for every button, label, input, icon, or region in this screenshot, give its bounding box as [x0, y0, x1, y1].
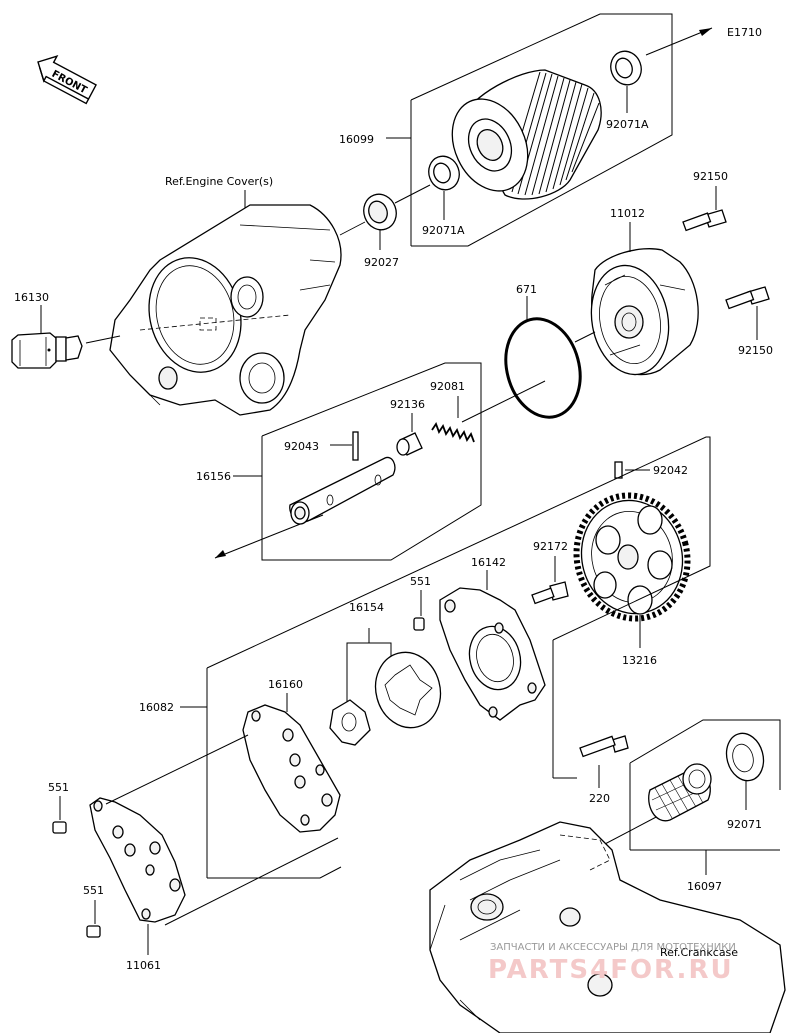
- watermark-line1: ЗАПЧАСТИ И АКСЕССУАРЫ ДЛЯ МОТОТЕХНИКИ: [490, 942, 736, 953]
- dowel-pin-551-lower: [86, 900, 101, 938]
- dowel-pin-551-upper: [413, 590, 425, 631]
- label-11012: 11012: [610, 207, 645, 220]
- diagram-code: E1710: [727, 26, 762, 39]
- label-92071: 92071: [727, 818, 762, 831]
- gasket-16160: [242, 693, 341, 833]
- label-220: 220: [589, 792, 610, 805]
- spring-92081: [431, 396, 475, 443]
- bolt-220: [579, 735, 629, 788]
- label-16130: 16130: [14, 291, 49, 304]
- oil-seal-92027: [363, 184, 431, 250]
- label-13216: 13216: [622, 654, 657, 667]
- label-16154: 16154: [349, 601, 384, 614]
- bolt-92150-upper: [682, 186, 727, 232]
- label-16156: 16156: [196, 470, 231, 483]
- o-ring-92071a-upper: [610, 50, 642, 113]
- label-92081: 92081: [430, 380, 465, 393]
- pin-92043: [330, 431, 359, 461]
- label-ref-crankcase: Ref.Crankcase: [660, 946, 738, 959]
- o-ring-671: [504, 296, 582, 419]
- label-16160: 16160: [268, 678, 303, 691]
- label-92150-lower: 92150: [738, 344, 773, 357]
- label-92043: 92043: [284, 440, 319, 453]
- label-92136: 92136: [390, 398, 425, 411]
- oil-screen: [648, 763, 712, 822]
- label-92150-upper: 92150: [693, 170, 728, 183]
- o-ring-92071: [725, 732, 765, 810]
- label-16082: 16082: [139, 701, 174, 714]
- label-551-upper: 551: [410, 575, 431, 588]
- dowel-pin-92042: [614, 461, 650, 479]
- label-16142: 16142: [471, 556, 506, 569]
- label-92027: 92027: [364, 256, 399, 269]
- o-ring-92071a-lower: [428, 155, 460, 220]
- watermark-line2: PARTS4FOR.RU: [488, 955, 734, 985]
- oil-pump-group-bracket: [180, 436, 711, 879]
- label-16099: 16099: [339, 133, 374, 146]
- rotor-set-16154: [329, 628, 442, 746]
- pump-body-16142: [439, 570, 546, 721]
- oil-filter-group-bracket: [386, 13, 713, 247]
- engine-cover-reference: [109, 190, 366, 416]
- relief-valve-body: [289, 456, 396, 525]
- label-671: 671: [516, 283, 537, 296]
- crankcase-reference: [429, 821, 786, 1033]
- pump-cover-11012: [574, 222, 699, 376]
- plate-11061: [89, 734, 339, 955]
- oil-filter-element: [451, 69, 602, 200]
- label-11061: 11061: [126, 959, 161, 972]
- oil-pump-gear-13216: [573, 492, 691, 648]
- label-551-lower: 551: [83, 884, 104, 897]
- label-92172: 92172: [533, 540, 568, 553]
- front-arrow-icon: FRONT: [37, 55, 97, 105]
- bolt-92172: [531, 556, 569, 605]
- label-92071a-upper: 92071A: [606, 118, 649, 131]
- label-16097: 16097: [687, 880, 722, 893]
- label-ref-engine-cover: Ref.Engine Cover(s): [165, 175, 273, 188]
- label-551-middle: 551: [48, 781, 69, 794]
- label-92071a-lower: 92071A: [422, 224, 465, 237]
- bolt-92150-lower: [725, 286, 770, 340]
- dowel-pin-551-middle: [52, 796, 67, 834]
- oil-pressure-switch-16130: [11, 305, 121, 369]
- relief-valve-piston-92136: [396, 413, 423, 456]
- label-92042: 92042: [653, 464, 688, 477]
